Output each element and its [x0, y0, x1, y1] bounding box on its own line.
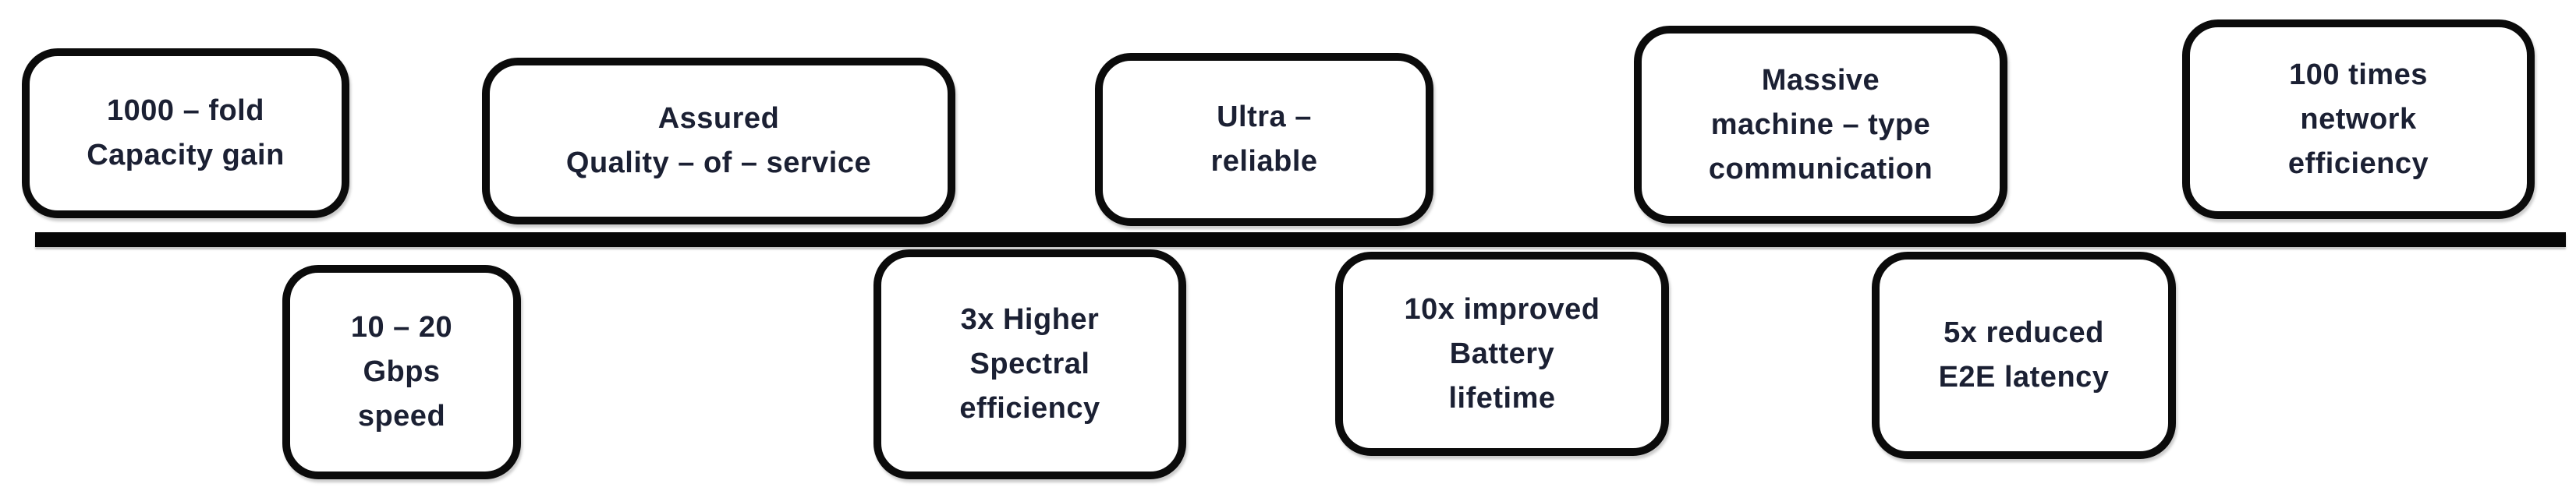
feature-box-massive-mtc: Massive machine – type communication: [1634, 26, 2007, 224]
feature-box-label: Assured: [657, 102, 780, 135]
feature-box-label: machine – type: [1710, 108, 1931, 141]
feature-box-assured-qos: Assured Quality – of – service: [482, 58, 955, 224]
feature-box-e2e-latency: 5x reduced E2E latency: [1872, 252, 2176, 459]
feature-box-label: 10x improved: [1404, 292, 1600, 326]
feature-box-label: efficiency: [959, 392, 1100, 425]
timeline-bar: [35, 232, 2566, 247]
feature-box-label: Spectral: [969, 348, 1090, 380]
feature-box-label: 1000 – fold: [107, 94, 264, 127]
feature-box-ultra-reliable: Ultra – reliable: [1095, 53, 1433, 226]
feature-box-label: reliable: [1210, 145, 1318, 178]
feature-box-label: lifetime: [1448, 381, 1556, 415]
feature-box-label: Quality – of – service: [565, 147, 872, 179]
feature-box-label: communication: [1708, 152, 1933, 185]
feature-box-label: Battery: [1449, 337, 1555, 370]
feature-box-label: network: [2300, 102, 2417, 136]
feature-box-label: Capacity gain: [87, 139, 285, 171]
feature-box-gbps-speed: 10 – 20 Gbps speed: [282, 265, 521, 479]
feature-box-spectral-efficiency: 3x Higher Spectral efficiency: [873, 249, 1186, 479]
feature-box-label: 100 times: [2289, 58, 2428, 91]
feature-box-label: Massive: [1761, 63, 1880, 97]
feature-box-label: speed: [357, 400, 446, 433]
feature-box-capacity-gain: 1000 – fold Capacity gain: [22, 48, 349, 218]
feature-box-label: E2E latency: [1938, 361, 2110, 394]
feature-box-label: efficiency: [2287, 147, 2429, 180]
feature-box-network-efficiency: 100 times network efficiency: [2182, 19, 2535, 219]
feature-box-label: 5x reduced: [1944, 316, 2104, 349]
feature-box-label: 3x Higher: [960, 303, 1100, 336]
feature-box-label: 10 – 20: [350, 311, 453, 344]
feature-box-label: Ultra –: [1217, 101, 1312, 133]
feature-box-battery-lifetime: 10x improved Battery lifetime: [1335, 252, 1669, 456]
feature-box-label: Gbps: [363, 355, 441, 388]
